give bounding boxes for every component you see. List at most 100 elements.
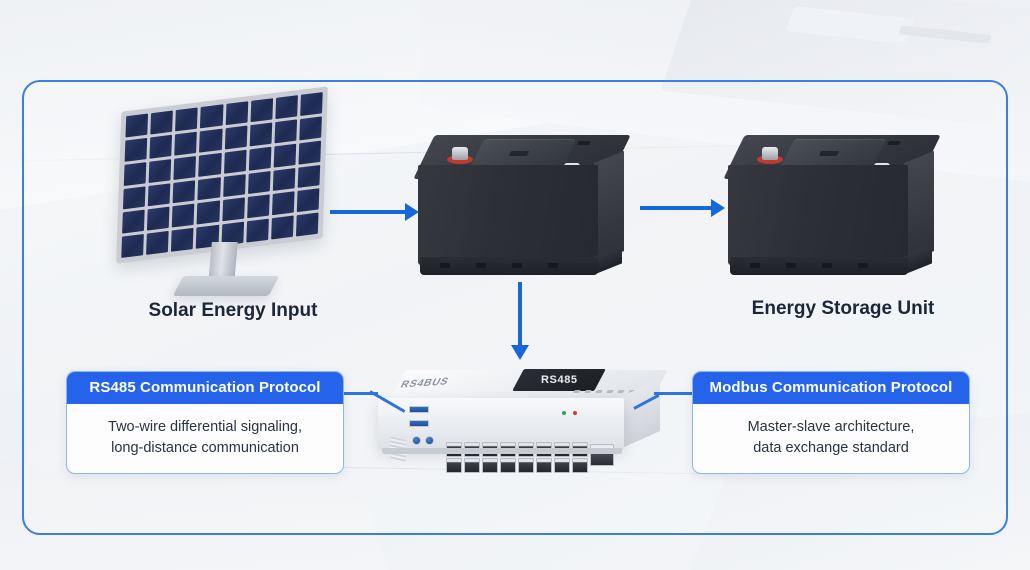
modbus-protocol-card: Modbus Communication Protocol Master-sla… (692, 371, 970, 475)
solar-cell (224, 125, 248, 150)
battery-notch (750, 263, 760, 268)
solar-panel-face (116, 86, 328, 264)
rj45-port[interactable] (482, 458, 498, 473)
solar-cell (172, 179, 196, 204)
switch-base (382, 448, 622, 454)
background-bar (898, 25, 992, 44)
solar-cell (122, 185, 146, 210)
background-box-inner (785, 6, 915, 44)
rj45-port[interactable] (554, 458, 570, 473)
status-led-power (562, 411, 566, 415)
arrow-solar-to-battery-icon (330, 203, 419, 221)
rj45-port[interactable] (536, 458, 552, 473)
battery-notch (440, 263, 450, 268)
battery-front-face (728, 165, 908, 265)
battery-lid-slot (508, 151, 530, 156)
solar-cell (300, 92, 323, 116)
solar-cell (147, 206, 170, 231)
rj45-port[interactable] (572, 458, 588, 473)
battery-front-face (418, 165, 598, 265)
battery-vent (577, 141, 591, 145)
solar-cell (297, 164, 321, 189)
modbus-card-body: Master-slave architecture, data exchange… (693, 404, 969, 473)
rs485-card-header: RS485 Communication Protocol (67, 372, 343, 404)
solar-cell (149, 134, 173, 159)
modbus-card-header: Modbus Communication Protocol (693, 372, 969, 404)
switch-led (595, 390, 603, 393)
switch-top-led-strip (573, 390, 636, 393)
solar-cell (174, 131, 198, 156)
ps2-port-mouse[interactable] (425, 436, 434, 445)
battery-notch (512, 263, 522, 268)
battery-notch (548, 263, 558, 268)
solar-cell (221, 197, 245, 222)
solar-cell (296, 188, 320, 213)
solar-cell (272, 167, 296, 192)
solar-panel-illustration (116, 86, 348, 296)
connector-right-horizontal (654, 392, 694, 395)
solar-cell (148, 158, 172, 183)
switch-badge-label: RS485 (540, 374, 578, 386)
switch-led (606, 390, 614, 393)
rj45-port[interactable] (446, 458, 462, 473)
ps2-port-keyboard[interactable] (412, 436, 421, 445)
solar-cell (173, 155, 197, 180)
solar-cell (175, 107, 199, 132)
solar-cell (223, 149, 247, 174)
rs485-switch-device: RS4BUS RS485 (378, 369, 668, 475)
solar-cell (200, 104, 223, 129)
switch-led (617, 390, 625, 393)
solar-cell (121, 234, 144, 258)
arrow-battery-to-switch-icon (511, 282, 529, 360)
battery-positive-terminal (762, 147, 778, 160)
modbus-card-line-2: data exchange standard (753, 439, 909, 456)
switch-led (584, 390, 592, 393)
solar-cell (298, 140, 322, 165)
solar-energy-input-label: Solar Energy Input (148, 300, 318, 321)
switch-front-panel (378, 398, 624, 466)
solar-cell (250, 98, 273, 123)
solar-cell (295, 212, 319, 237)
solar-cell (198, 152, 222, 177)
solar-cell (125, 113, 149, 138)
connector-left-horizontal (344, 392, 378, 395)
switch-badge: RS485 (512, 369, 606, 391)
usb-port[interactable] (409, 406, 429, 413)
battery-notch (858, 263, 868, 268)
rs485-card-body: Two-wire differential signaling, long-di… (67, 404, 343, 473)
solar-cell (270, 215, 294, 240)
battery-skirt (730, 257, 908, 275)
battery-notch (822, 263, 832, 268)
battery-skirt (420, 257, 598, 275)
arrow-battery-to-battery-icon (640, 199, 725, 217)
solar-cell (246, 194, 270, 219)
solar-cell (249, 122, 273, 147)
rj45-port-row-bottom (446, 458, 588, 473)
usb-port[interactable] (409, 420, 429, 427)
battery-positive-terminal (452, 147, 468, 160)
solar-cell (123, 161, 147, 186)
battery-lid-slot (818, 151, 840, 156)
solar-cell (271, 191, 295, 216)
solar-cell (197, 176, 221, 201)
rj45-port[interactable] (518, 458, 534, 473)
solar-cell (171, 203, 195, 228)
battery-notch (476, 263, 486, 268)
battery-illustration-1 (413, 135, 631, 295)
solar-cell (147, 182, 171, 207)
solar-cell (122, 209, 145, 234)
solar-cell (247, 170, 271, 195)
solar-cell (248, 146, 272, 171)
rs485-card-line-2: long-distance communication (111, 439, 299, 456)
status-led-alarm (573, 411, 577, 415)
modbus-card-line-1: Master-slave architecture, (747, 419, 915, 435)
battery-illustration-2 (723, 135, 941, 295)
solar-cell (196, 200, 220, 225)
rj45-port[interactable] (500, 458, 516, 473)
rj45-port[interactable] (464, 458, 480, 473)
rs485-protocol-card: RS485 Communication Protocol Two-wire di… (66, 371, 344, 475)
solar-cell (245, 218, 269, 243)
battery-notch (786, 263, 796, 268)
rs485-card-line-1: Two-wire differential signaling, (108, 419, 302, 435)
